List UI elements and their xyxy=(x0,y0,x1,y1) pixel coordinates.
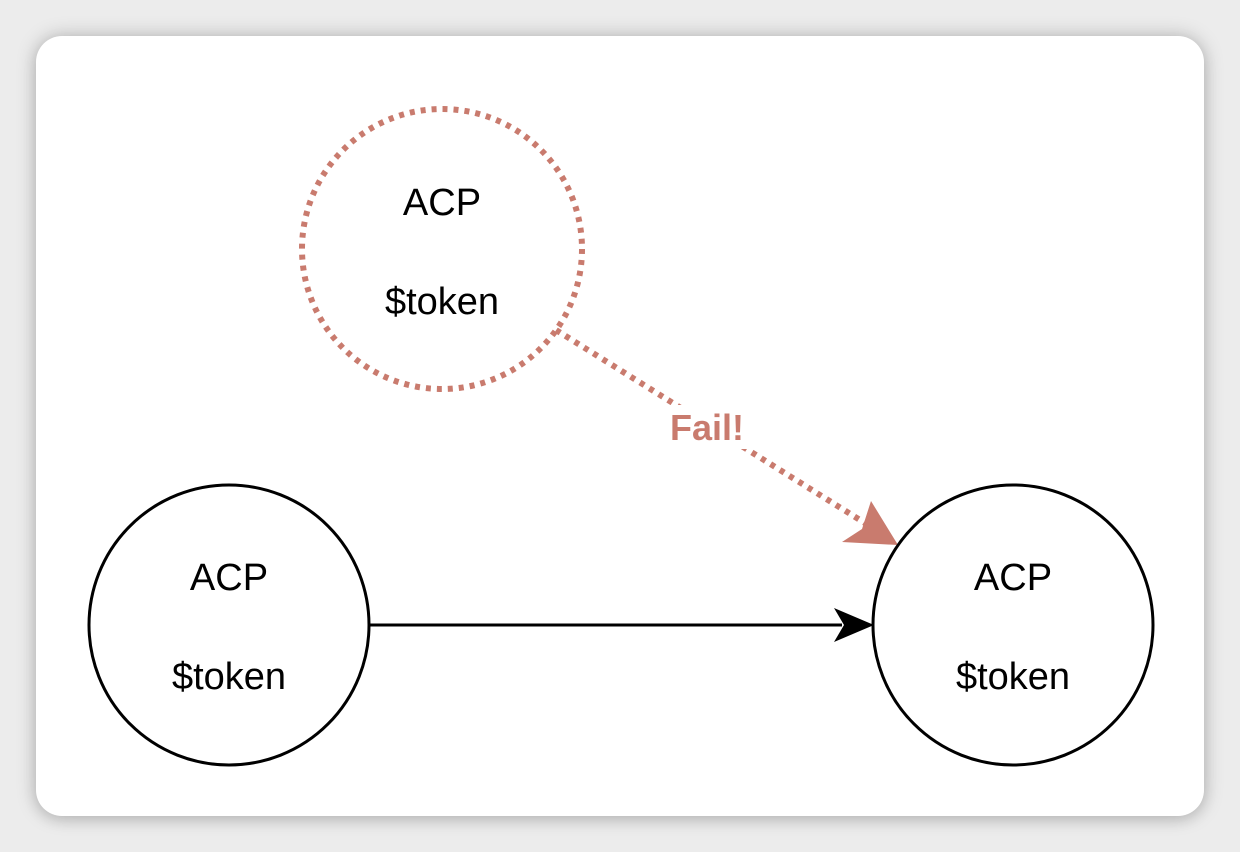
node-circle-dotted xyxy=(299,106,585,392)
node-source[interactable]: ACP $token xyxy=(87,483,371,767)
node-title: ACP xyxy=(190,557,268,599)
node-target[interactable]: ACP $token xyxy=(871,483,1155,767)
arrowhead-icon xyxy=(842,501,898,545)
edge-label-fail: Fail! xyxy=(670,407,744,448)
node-subtitle: $token xyxy=(385,281,499,323)
node-subtitle: $token xyxy=(172,656,286,698)
edge-source-to-target xyxy=(370,608,874,642)
edge-failed-to-target: Fail! xyxy=(554,327,898,545)
node-title: ACP xyxy=(974,557,1052,599)
node-circle xyxy=(871,483,1155,767)
node-subtitle: $token xyxy=(956,656,1070,698)
node-failed[interactable]: ACP $token xyxy=(299,106,585,392)
edge-label-background xyxy=(660,405,754,449)
arrowhead-icon xyxy=(834,608,874,642)
node-title: ACP xyxy=(403,182,481,224)
node-circle xyxy=(87,483,371,767)
